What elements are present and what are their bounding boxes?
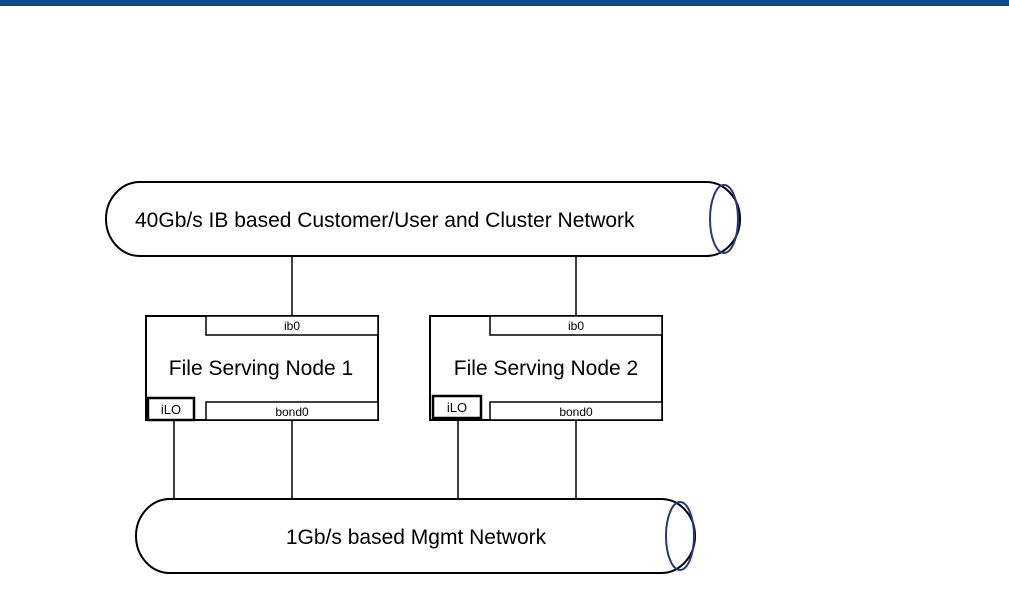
ib-port [489,315,663,336]
bond-port [489,401,663,421]
bond-port-label: bond0 [275,405,309,419]
bond-port [205,401,379,421]
bond-port-label: bond0 [559,405,593,419]
node-label: File Serving Node 1 [169,357,353,380]
ib-port-label: ib0 [568,319,584,333]
ilo-port-label: iLO [447,400,467,415]
customer-network-label: 40Gb/s IB based Customer/User and Cluste… [135,209,635,232]
ilo-port-label: iLO [161,402,181,417]
ib-port [205,315,379,336]
mgmt-network-label: 1Gb/s based Mgmt Network [286,526,547,549]
node-label: File Serving Node 2 [454,357,638,380]
header-accent-bar [0,0,1009,6]
file-serving-node-1: ib0 File Serving Node 1 iLO bond0 [145,315,379,422]
ib-port-label: ib0 [284,319,300,333]
file-serving-node-2: ib0 File Serving Node 2 iLO bond0 [429,315,663,421]
customer-network-pipe: 40Gb/s IB based Customer/User and Cluste… [105,181,741,257]
mgmt-network-pipe: 1Gb/s based Mgmt Network [135,498,696,574]
ilo-port [146,396,196,422]
ilo-port [431,394,483,420]
pipe-end-ring [709,184,739,254]
pipe-end-ring [665,501,695,571]
